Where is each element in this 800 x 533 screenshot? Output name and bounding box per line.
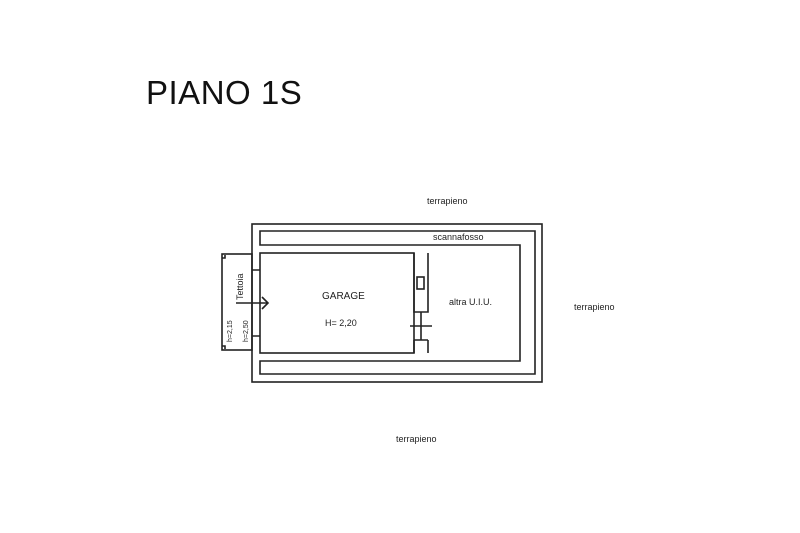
garage-height-label: H= 2,20 [325, 318, 357, 328]
garage-room [259, 252, 415, 354]
tettoia-h1-label: h=2,15 [227, 320, 234, 342]
entry-arrow [236, 296, 270, 310]
scannafosso-channel [259, 230, 536, 375]
outer-wall [251, 223, 543, 383]
tettoia-posts [222, 255, 260, 349]
scannafosso-label: scannafosso [433, 232, 484, 242]
door-jamb [416, 276, 425, 290]
garage-label: GARAGE [322, 291, 365, 302]
altra-uiu-label: altra U.I.U. [449, 297, 492, 307]
partition-wall [410, 253, 432, 353]
tettoia-h2-label: h=2,50 [243, 320, 250, 342]
terrapieno-top-label: terrapieno [427, 196, 468, 206]
tettoia-canopy [221, 253, 253, 351]
terrapieno-right-label: terrapieno [574, 302, 615, 312]
plan-title: PIANO 1S [146, 74, 303, 111]
terrapieno-bottom-label: terrapieno [396, 434, 437, 444]
tettoia-label: Tettoia [235, 273, 245, 300]
